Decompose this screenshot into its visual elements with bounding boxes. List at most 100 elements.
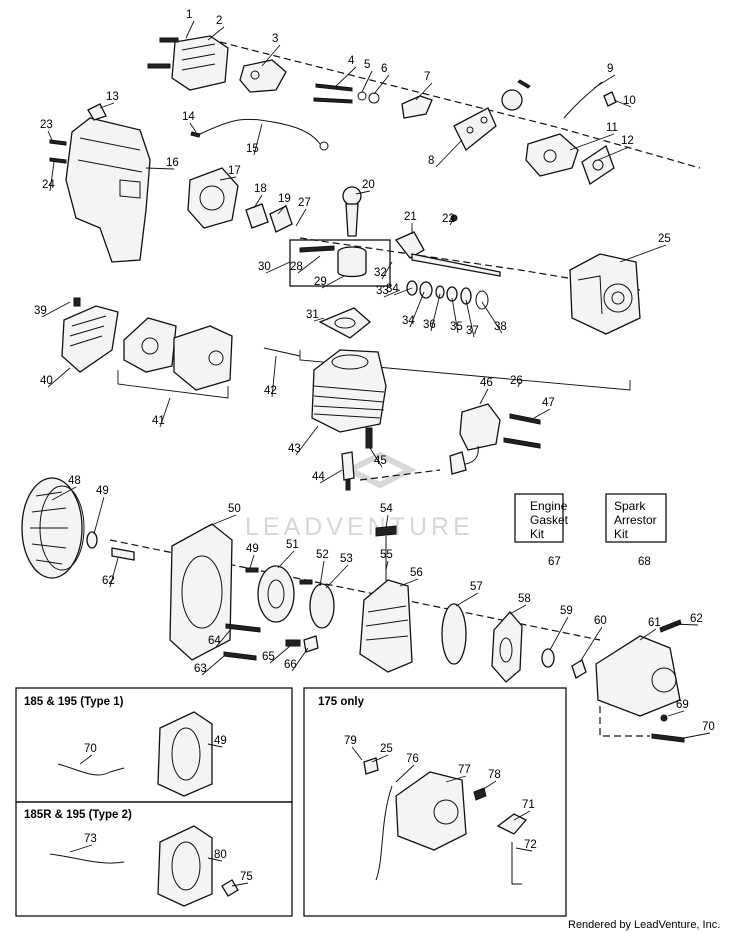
callout-number: 34 — [402, 315, 415, 327]
inset-175-frame — [303, 687, 567, 917]
callout-number: 14 — [182, 111, 195, 123]
callout-number: 29 — [314, 276, 327, 288]
callout-leader — [253, 123, 263, 156]
callout-number: 58 — [518, 593, 531, 605]
muffler-bracket-part — [239, 59, 287, 93]
callout-leader — [231, 882, 249, 887]
choke-part — [501, 79, 531, 111]
callout-number: 40 — [40, 375, 53, 387]
callout-number: 56 — [410, 567, 423, 579]
callout-leader — [215, 627, 233, 648]
callout-leader — [203, 514, 237, 529]
callout-leader — [319, 469, 343, 484]
callout-number: 46 — [480, 377, 493, 389]
callout-leader — [295, 425, 319, 456]
carb-gasket-part — [581, 145, 615, 185]
callout-leader — [430, 293, 441, 332]
callout-leader — [109, 557, 119, 588]
callout-number: 47 — [542, 397, 555, 409]
callout-leader — [593, 74, 616, 89]
callout-number: 21 — [404, 211, 417, 223]
callout-leader — [41, 301, 71, 318]
air-cover-part — [61, 297, 119, 373]
callout-leader — [381, 261, 393, 280]
kit-line: Engine — [530, 499, 568, 513]
callout-number: 49 — [246, 543, 259, 555]
callout-number: 10 — [623, 95, 636, 107]
callout-number: 61 — [648, 617, 661, 629]
callout-leader — [393, 287, 413, 296]
callout-number: 80 — [214, 849, 227, 861]
inset-type1: 185 & 195 (Type 1) — [24, 696, 213, 797]
inset-title: 175 only — [318, 696, 365, 708]
callout-number: 8 — [428, 155, 434, 167]
callout-number: 17 — [228, 165, 241, 177]
callout-number: 49 — [96, 485, 109, 497]
callout-leader — [533, 408, 551, 419]
callout-leader — [99, 102, 115, 109]
callout-leader — [93, 496, 105, 535]
callout-number: 42 — [264, 385, 277, 397]
engine-gasket-kit-box: Engine Gasket Kit 67 — [514, 493, 569, 568]
short-block-bracket — [299, 350, 631, 391]
inset-type2: 185R & 195 (Type 2) — [24, 809, 239, 907]
callout-number: 30 — [258, 261, 271, 273]
credit-text: Rendered by LeadVenture, Inc. — [568, 919, 720, 931]
callout-number: 32 — [374, 267, 387, 279]
callout-number: 4 — [348, 55, 355, 67]
kit-line: Spark — [614, 499, 646, 513]
callout-leader — [269, 645, 291, 664]
callout-number: 28 — [290, 261, 303, 273]
callout-number: 68 — [638, 556, 651, 568]
callout-leader — [145, 167, 175, 170]
callout-number: 70 — [702, 721, 715, 733]
callout-number: 64 — [208, 635, 221, 647]
callout-leader — [619, 244, 667, 263]
callout-number: 19 — [278, 193, 291, 205]
callout-number: 33 — [376, 285, 389, 297]
cylinder-gasket-part — [318, 307, 372, 339]
callout-number: 75 — [240, 871, 253, 883]
callout-number: 5 — [364, 59, 370, 71]
callout-number: 12 — [621, 135, 634, 147]
callout-leader — [373, 74, 390, 95]
callout-leader — [465, 299, 475, 338]
callout-number: 44 — [312, 471, 325, 483]
throttle-link-part — [401, 95, 433, 119]
callout-leader — [385, 514, 389, 529]
inset-title: 185 & 195 (Type 1) — [24, 696, 124, 708]
callout-number: 65 — [262, 651, 275, 663]
callout-leader — [385, 560, 389, 571]
intake-gasket-part — [187, 167, 239, 229]
callout-leader — [517, 381, 521, 388]
callout-leader — [479, 388, 489, 405]
callout-leader — [271, 355, 277, 398]
callout-number: 1 — [186, 9, 192, 21]
washer-pin-part — [86, 531, 135, 561]
callout-leader — [579, 626, 603, 663]
callout-number: 49 — [214, 735, 227, 747]
callout-number: 25 — [658, 233, 671, 245]
callout-number: 9 — [607, 63, 613, 75]
callout-leader — [249, 554, 255, 569]
clutch-part — [491, 611, 523, 683]
callout-leader — [481, 301, 503, 334]
callout-leader — [319, 560, 325, 587]
callout-leader — [569, 133, 615, 151]
callout-number: 35 — [450, 321, 463, 333]
spark-plug-part — [341, 427, 373, 491]
callout-leader — [399, 578, 419, 587]
callout-leader — [325, 564, 349, 589]
callout-leader — [597, 146, 630, 161]
callout-leader — [47, 367, 71, 388]
ground-wire-part — [190, 118, 329, 151]
callout-number: 77 — [458, 764, 471, 776]
callout-leader — [265, 261, 291, 274]
callout-number: 27 — [298, 197, 311, 209]
callout-number: 3 — [272, 33, 278, 45]
crankshaft-part — [394, 214, 501, 277]
callout-number: 79 — [344, 735, 357, 747]
callout-leader — [415, 82, 433, 101]
callout-number: 6 — [381, 63, 387, 75]
callout-number: 50 — [228, 503, 241, 515]
